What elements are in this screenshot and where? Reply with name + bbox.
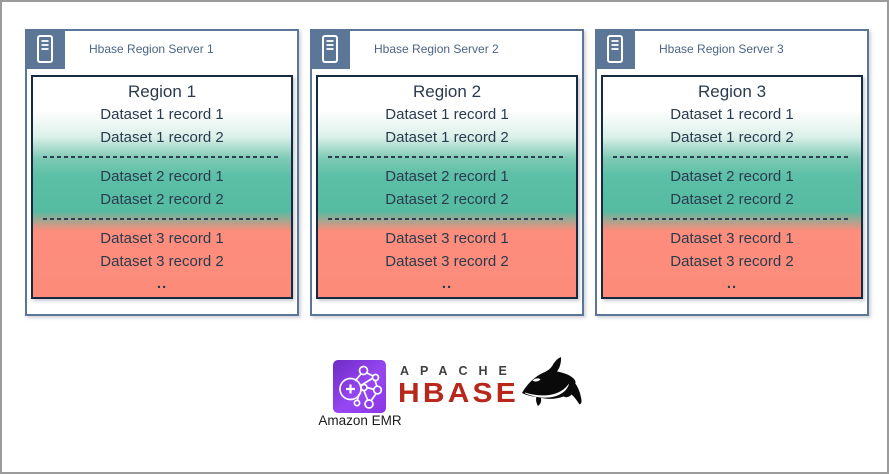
dashed-separator — [613, 156, 851, 158]
server-box-1: Hbase Region Server 1 Region 1 Dataset 1… — [25, 29, 299, 316]
record: Dataset 3 record 2 — [100, 253, 224, 270]
server-tower-icon — [310, 29, 350, 69]
ellipsis: .. — [441, 275, 453, 292]
emr-label: Amazon EMR — [318, 413, 402, 428]
record: Dataset 1 record 1 — [670, 106, 794, 123]
dashed-separator — [613, 218, 851, 220]
record: Dataset 1 record 2 — [670, 129, 794, 146]
region-box: Region 1 Dataset 1 record 1 Dataset 1 re… — [31, 75, 293, 299]
record: Dataset 2 record 2 — [670, 191, 794, 208]
dashed-separator — [43, 218, 281, 220]
apache-label: APACHE — [400, 364, 518, 378]
server-tower-icon — [595, 29, 635, 69]
ellipsis: .. — [726, 275, 738, 292]
server-title: Hbase Region Server 3 — [659, 42, 784, 56]
server-box-3: Hbase Region Server 3 Region 3 Dataset 1… — [595, 29, 869, 316]
record: Dataset 2 record 2 — [100, 191, 224, 208]
record: Dataset 1 record 1 — [100, 106, 224, 123]
ellipsis: .. — [156, 275, 168, 292]
region-title: Region 2 — [412, 82, 482, 101]
record: Dataset 1 record 2 — [385, 129, 509, 146]
orca-icon — [512, 357, 588, 407]
record: Dataset 3 record 1 — [100, 230, 224, 247]
server-title: Hbase Region Server 1 — [89, 42, 214, 56]
record: Dataset 2 record 1 — [100, 168, 224, 185]
region-title: Region 1 — [127, 82, 197, 101]
dashed-separator — [328, 218, 566, 220]
server-tower-icon — [25, 29, 65, 69]
record: Dataset 2 record 1 — [670, 168, 794, 185]
record: Dataset 2 record 2 — [385, 191, 509, 208]
record: Dataset 1 record 2 — [100, 129, 224, 146]
record: Dataset 3 record 1 — [670, 230, 794, 247]
hbase-label: HBASE — [398, 377, 519, 408]
dashed-separator — [328, 156, 566, 158]
region-box: Region 2 Dataset 1 record 1 Dataset 1 re… — [316, 75, 578, 299]
record: Dataset 3 record 2 — [670, 253, 794, 270]
record: Dataset 3 record 2 — [385, 253, 509, 270]
record: Dataset 3 record 1 — [385, 230, 509, 247]
server-box-2: Hbase Region Server 2 Region 2 Dataset 1… — [310, 29, 584, 316]
server-title: Hbase Region Server 2 — [374, 42, 499, 56]
region-title: Region 3 — [697, 82, 767, 101]
region-box: Region 3 Dataset 1 record 1 Dataset 1 re… — [601, 75, 863, 299]
record: Dataset 2 record 1 — [385, 168, 509, 185]
apache-hbase-wordmark: APACHE HBASE — [398, 364, 528, 407]
emr-cluster-icon — [333, 360, 386, 413]
dashed-separator — [43, 156, 281, 158]
record: Dataset 1 record 1 — [385, 106, 509, 123]
